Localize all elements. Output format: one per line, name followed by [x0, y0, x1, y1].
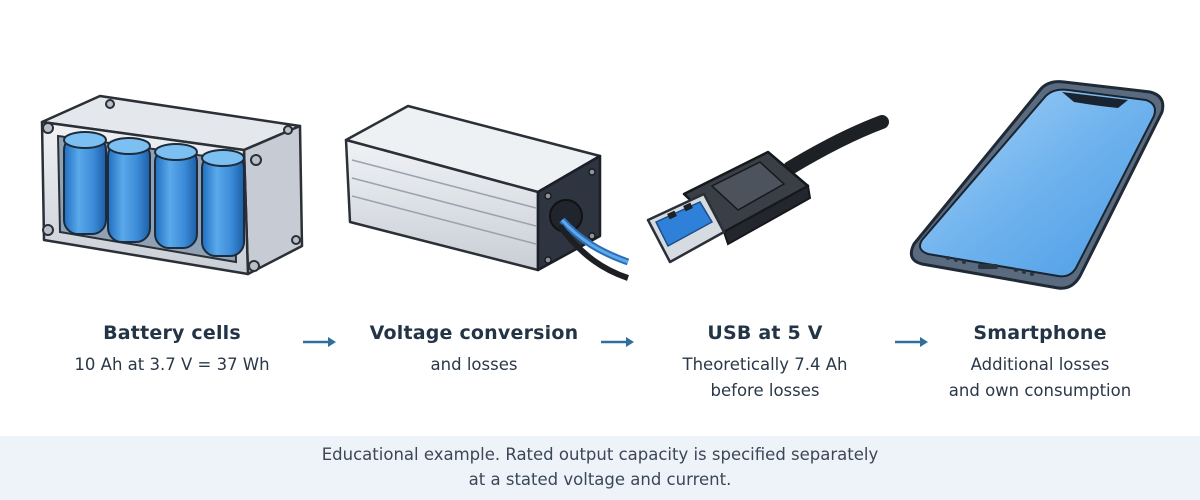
step-title: Voltage conversion: [369, 322, 579, 344]
step-smartphone: Smartphone Additional losses and own cons…: [920, 322, 1160, 404]
usb-plug-icon: [646, 115, 889, 264]
step-usb-5v: USB at 5 V Theoretically 7.4 Ah before lo…: [630, 322, 900, 404]
step-detail-line: and own consumption: [948, 381, 1132, 400]
step-detail: Theoretically 7.4 Ah before losses: [630, 352, 900, 404]
step-detail: 10 Ah at 3.7 V = 37 Wh: [22, 352, 322, 378]
step-detail: and losses: [334, 352, 614, 378]
step-detail-line: Theoretically 7.4 Ah: [682, 355, 848, 374]
step-detail-line: Additional losses: [970, 355, 1110, 374]
step-title: USB at 5 V: [707, 322, 823, 344]
step-detail-line: before losses: [710, 381, 820, 400]
arrow-right-icon: [601, 337, 634, 347]
step-title: Smartphone: [973, 322, 1107, 344]
flow-diagram: Battery cells 10 Ah at 3.7 V = 37 Wh Vol…: [22, 80, 1165, 404]
footer-line: at a stated voltage and current.: [468, 470, 732, 489]
step-detail-line: 10 Ah at 3.7 V = 37 Wh: [74, 355, 270, 374]
step-detail-line: and losses: [430, 355, 518, 374]
step-title: Battery cells: [103, 322, 241, 344]
smartphone-icon: [909, 80, 1165, 290]
step-detail: Additional losses and own consumption: [920, 352, 1160, 404]
step-battery-cells: Battery cells 10 Ah at 3.7 V = 37 Wh: [22, 322, 322, 378]
arrow-right-icon: [895, 337, 928, 347]
battery-pack-icon: [40, 80, 1165, 290]
arrow-right-icon: [303, 337, 336, 347]
converter-box-icon: [344, 104, 630, 281]
footer-line: Educational example. Rated output capaci…: [321, 445, 879, 464]
step-voltage-conversion: Voltage conversion and losses: [334, 322, 614, 378]
footer-note: Educational example. Rated output capaci…: [0, 436, 1200, 500]
